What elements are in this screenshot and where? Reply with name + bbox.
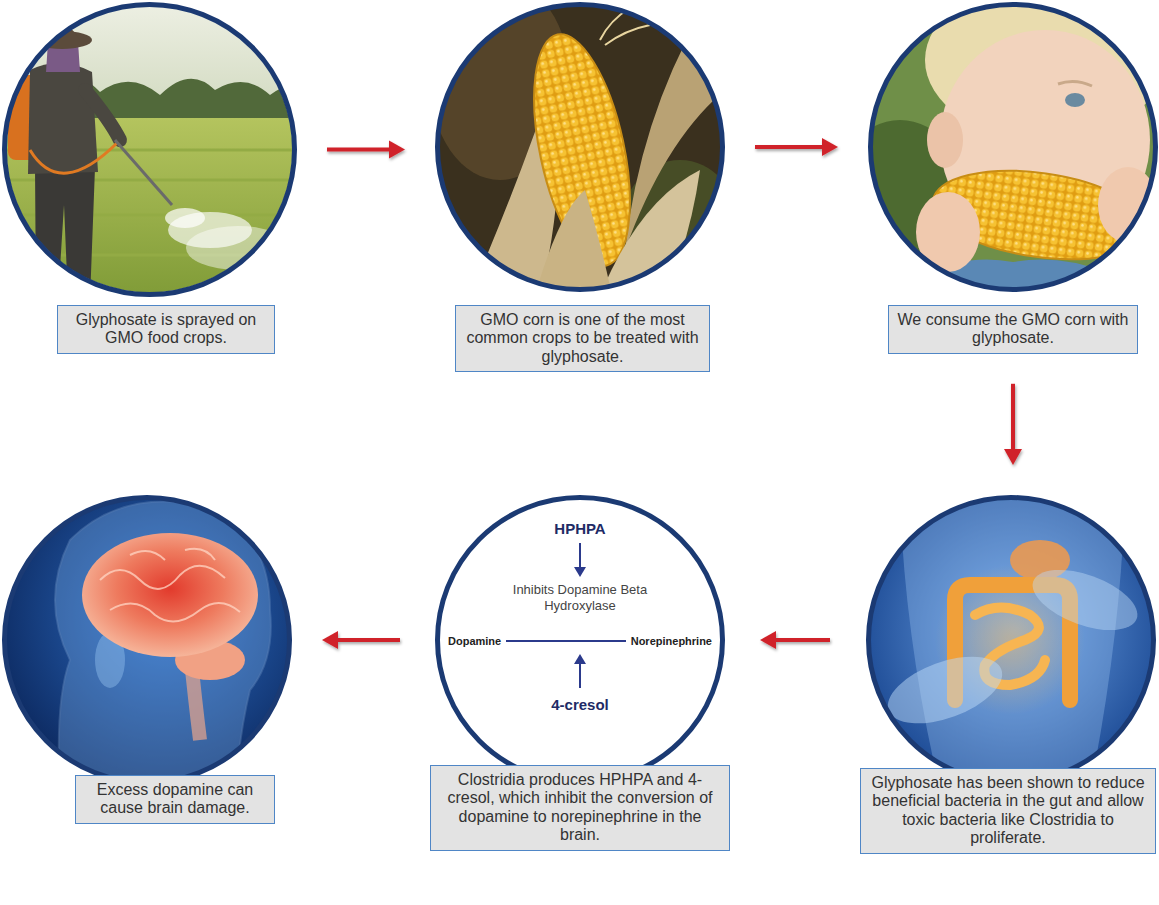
arrow-shaft (336, 638, 400, 642)
gut-scene (865, 495, 1159, 795)
compound-name: HPHPA (440, 520, 720, 537)
corn-scene (430, 0, 740, 300)
arrow-head (760, 631, 776, 649)
caption-text: Excess dopamine can cause brain damage. (84, 781, 266, 818)
flow-arrow (322, 631, 400, 649)
child-eating-corn (830, 0, 1159, 300)
caption-text: Clostridia produces HPHPA and 4-cresol, … (439, 771, 721, 845)
arrow-shaft (774, 638, 830, 642)
arrow-head (389, 141, 405, 159)
arrow-shaft (1011, 384, 1015, 451)
reaction-line (506, 640, 626, 642)
arrow-head (322, 631, 338, 649)
caption-box: Glyphosate has been shown to reduce bene… (860, 768, 1156, 854)
caption-text: Glyphosate is sprayed on GMO food crops. (66, 311, 266, 348)
flow-arrow (760, 631, 830, 649)
caption-text: Glyphosate has been shown to reduce bene… (869, 774, 1147, 848)
substrate-name: Dopamine (448, 635, 501, 647)
arrow-head (1004, 449, 1022, 465)
reaction-circle: HPHPA Inhibits Dopamine Beta HydroxylaseD… (435, 495, 725, 785)
illustration-circle: We consume the GMO corn with glyphosate. (868, 2, 1158, 292)
caption-box: Glyphosate is sprayed on GMO food crops. (57, 305, 275, 354)
reaction-row: Dopamine Norepinephrine (448, 635, 712, 647)
illustration-circle: Excess dopamine can cause brain damage. (2, 495, 292, 785)
product-name: Norepinephrine (631, 635, 712, 647)
compound-name: 4-cresol (440, 696, 720, 713)
arrow-shaft (327, 148, 391, 152)
enzyme-note: Inhibits Dopamine Beta Hydroxylase (500, 582, 660, 615)
flow-arrow (755, 138, 838, 156)
flow-arrow (327, 141, 405, 159)
caption-text: GMO corn is one of the most common crops… (464, 311, 701, 366)
illustration-circle: GMO corn is one of the most common crops… (435, 2, 725, 292)
caption-box: Excess dopamine can cause brain damage. (75, 775, 275, 824)
brain-scene (0, 495, 300, 795)
flow-arrow (1004, 384, 1022, 465)
arrow-shaft (755, 145, 824, 149)
illustration-circle: Glyphosate has been shown to reduce bene… (866, 495, 1156, 785)
arrow-head (822, 138, 838, 156)
caption-box: GMO corn is one of the most common crops… (455, 305, 710, 372)
caption-box: We consume the GMO corn with glyphosate. (888, 305, 1138, 354)
illustration-circle: Glyphosate is sprayed on GMO food crops. (2, 2, 297, 297)
reaction-ground (438, 498, 722, 782)
caption-text: We consume the GMO corn with glyphosate. (897, 311, 1129, 348)
spraying-scene (0, 0, 300, 303)
caption-box: Clostridia produces HPHPA and 4-cresol, … (430, 765, 730, 851)
